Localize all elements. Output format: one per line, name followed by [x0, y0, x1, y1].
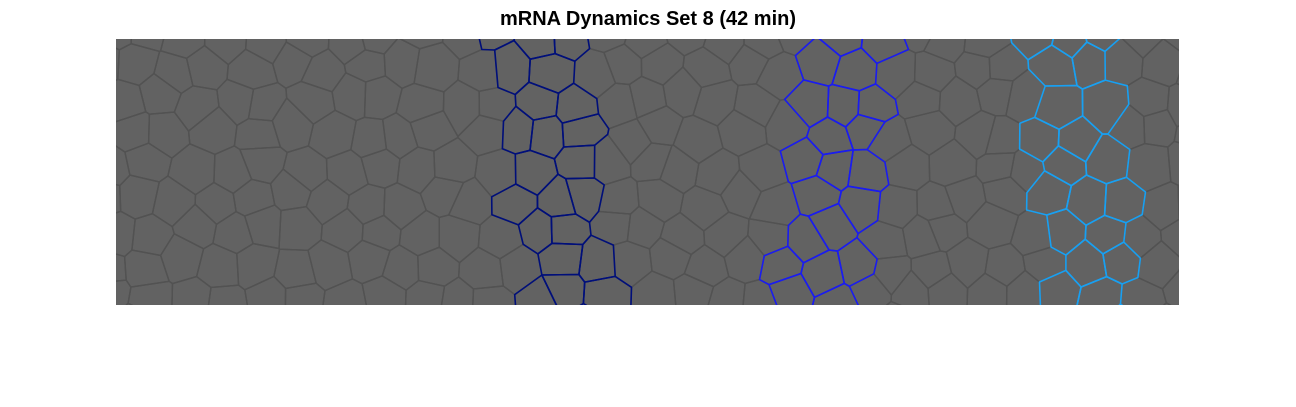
cell-tissue-image — [116, 39, 1179, 305]
tissue-cell — [1161, 269, 1179, 305]
tissue-cell — [125, 302, 134, 305]
stripe-2-cell — [811, 282, 860, 305]
stripe-3-cell — [1038, 269, 1082, 305]
stripe-1-cell — [582, 275, 633, 305]
tissue-cell — [1159, 218, 1179, 258]
expression-stripe-2 — [758, 39, 910, 305]
expression-stripe-1 — [478, 39, 633, 305]
stripe-3-cell — [1076, 275, 1123, 305]
expression-stripe-3 — [1010, 39, 1147, 305]
stripe-3-cell — [1118, 303, 1124, 305]
tissue-background — [116, 39, 1179, 305]
tissue-cell — [1173, 125, 1179, 144]
figure-title: mRNA Dynamics Set 8 (42 min) — [499, 8, 796, 30]
